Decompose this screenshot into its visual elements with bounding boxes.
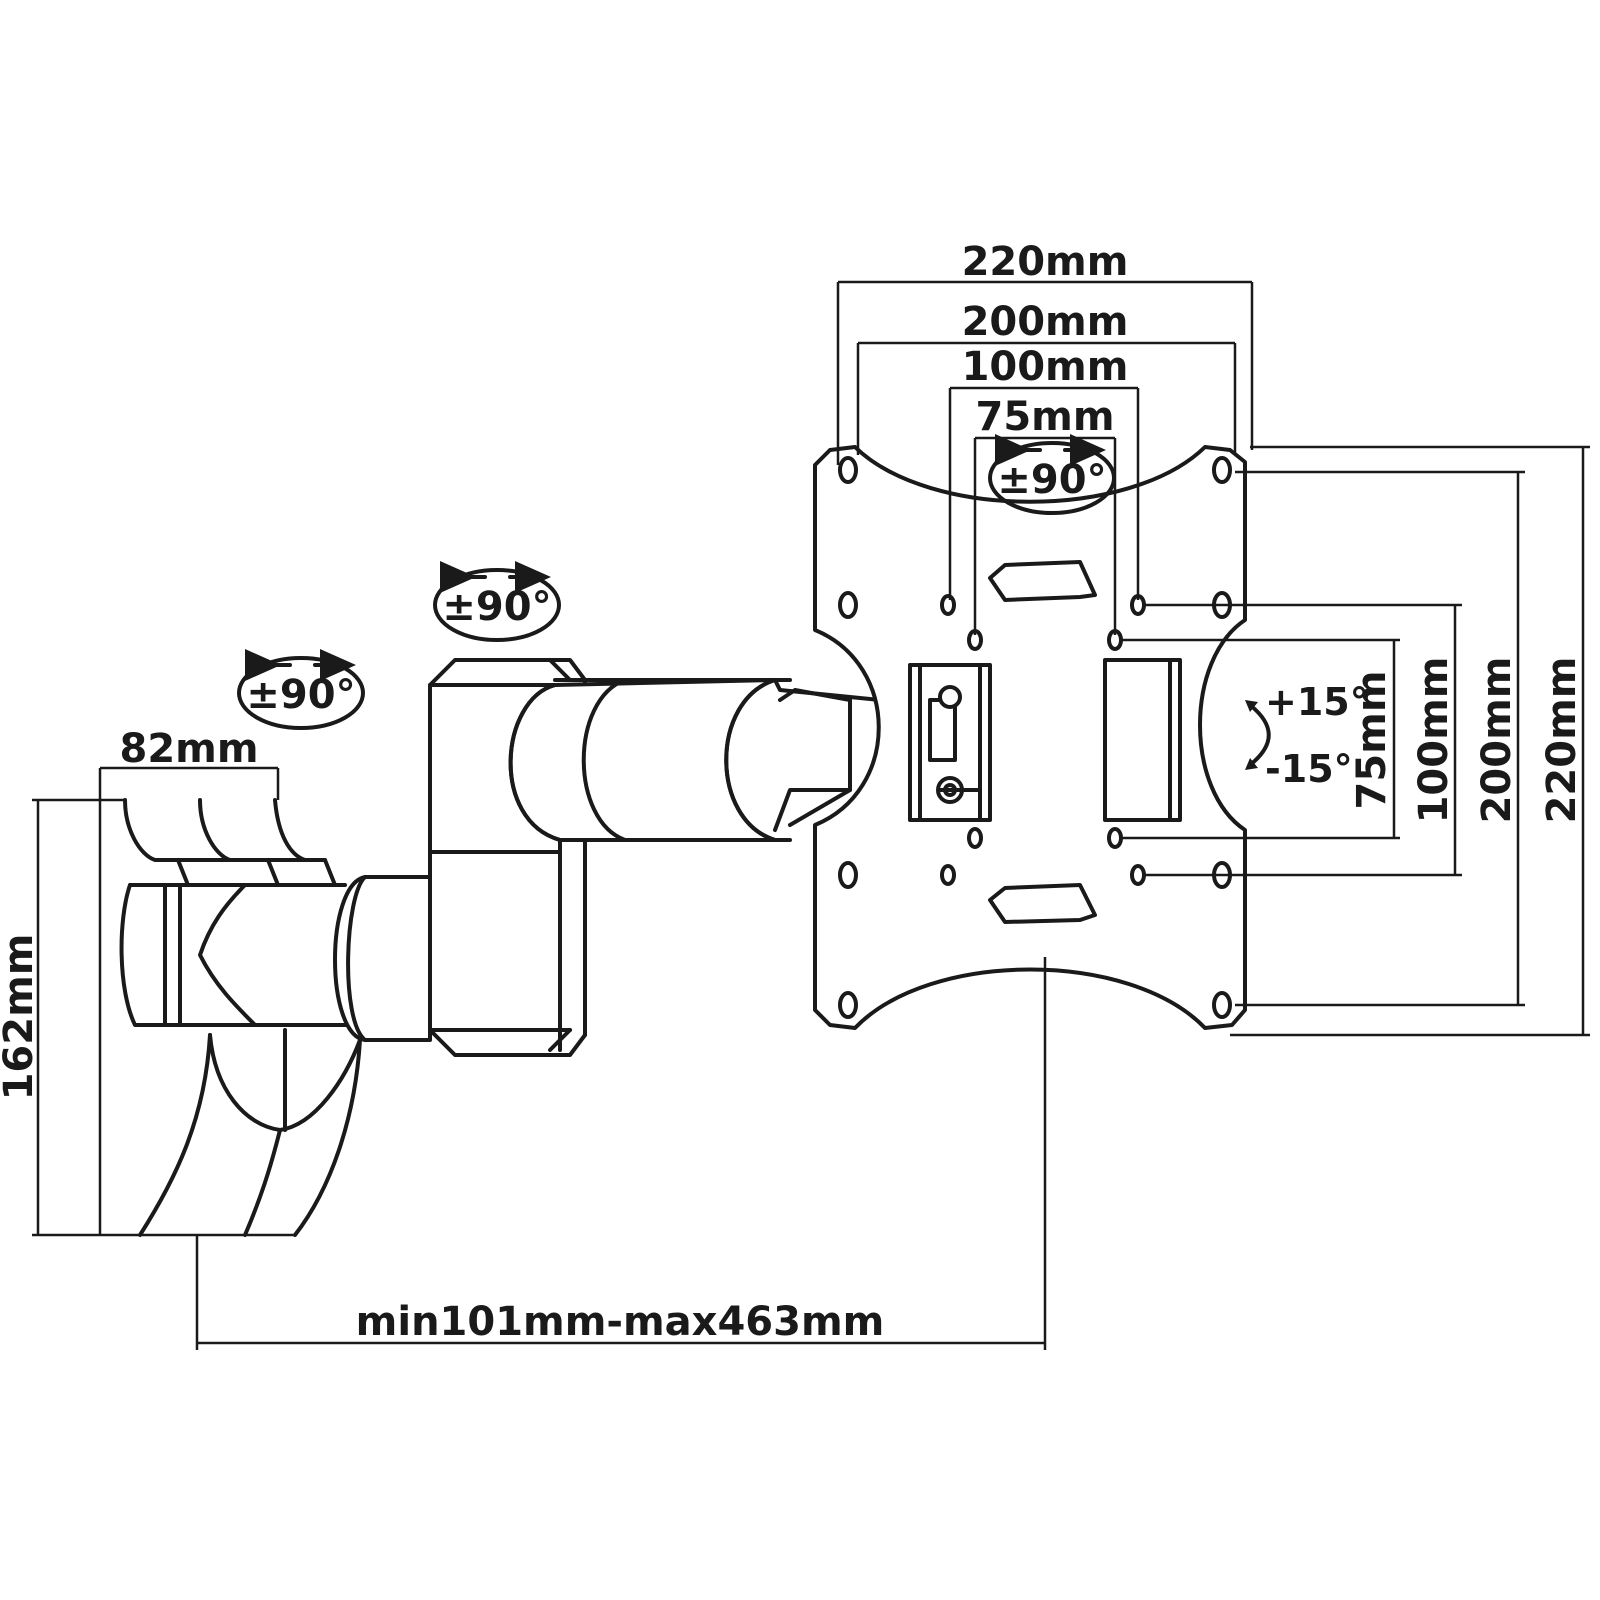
label-tilt-down: -15° <box>1265 747 1353 791</box>
mount-hole <box>967 827 983 849</box>
dimension-lines <box>32 280 1590 1350</box>
plate-window <box>1103 658 1182 822</box>
label-height-220: 220mm <box>1539 657 1585 824</box>
label-width-200: 200mm <box>962 299 1129 345</box>
mount-hole <box>1130 864 1146 886</box>
label-tilt-up: +15° <box>1265 680 1369 724</box>
label-rotate-mid: ±90° <box>442 584 551 630</box>
label-width-220: 220mm <box>962 239 1129 285</box>
tilt-bracket <box>908 663 992 822</box>
mount-hole <box>838 861 858 889</box>
tilt-arc-icon <box>1245 700 1271 770</box>
label-rotate-plate: ±90° <box>997 457 1106 503</box>
mount-hole <box>838 991 858 1019</box>
label-height-100: 100mm <box>1411 657 1457 824</box>
label-rotate-wall: ±90° <box>246 672 355 718</box>
label-height-200: 200mm <box>1474 657 1520 824</box>
label-width-100: 100mm <box>962 344 1129 390</box>
mount-hole <box>1107 827 1123 849</box>
wall-bracket <box>119 798 432 1237</box>
vesa-plate <box>813 445 1247 1030</box>
mount-hole <box>940 864 956 886</box>
plate-slot <box>988 883 1097 924</box>
label-wall-height: 162mm <box>0 934 42 1101</box>
mount-hole <box>838 456 858 484</box>
label-height-75: 75mm <box>1349 670 1395 809</box>
rotation-icon-wall <box>237 649 365 730</box>
mount-hole <box>1212 991 1232 1019</box>
label-width-75: 75mm <box>975 394 1114 440</box>
label-wall-width: 82mm <box>119 726 258 772</box>
mount-hole <box>838 591 858 619</box>
mount-hole <box>1212 456 1232 484</box>
mount-hole <box>940 594 956 616</box>
upper-arm <box>508 678 882 842</box>
rotation-icon-mid <box>433 561 561 642</box>
label-extension: min101mm-max463mm <box>356 1299 885 1345</box>
plate-slot <box>988 560 1097 602</box>
